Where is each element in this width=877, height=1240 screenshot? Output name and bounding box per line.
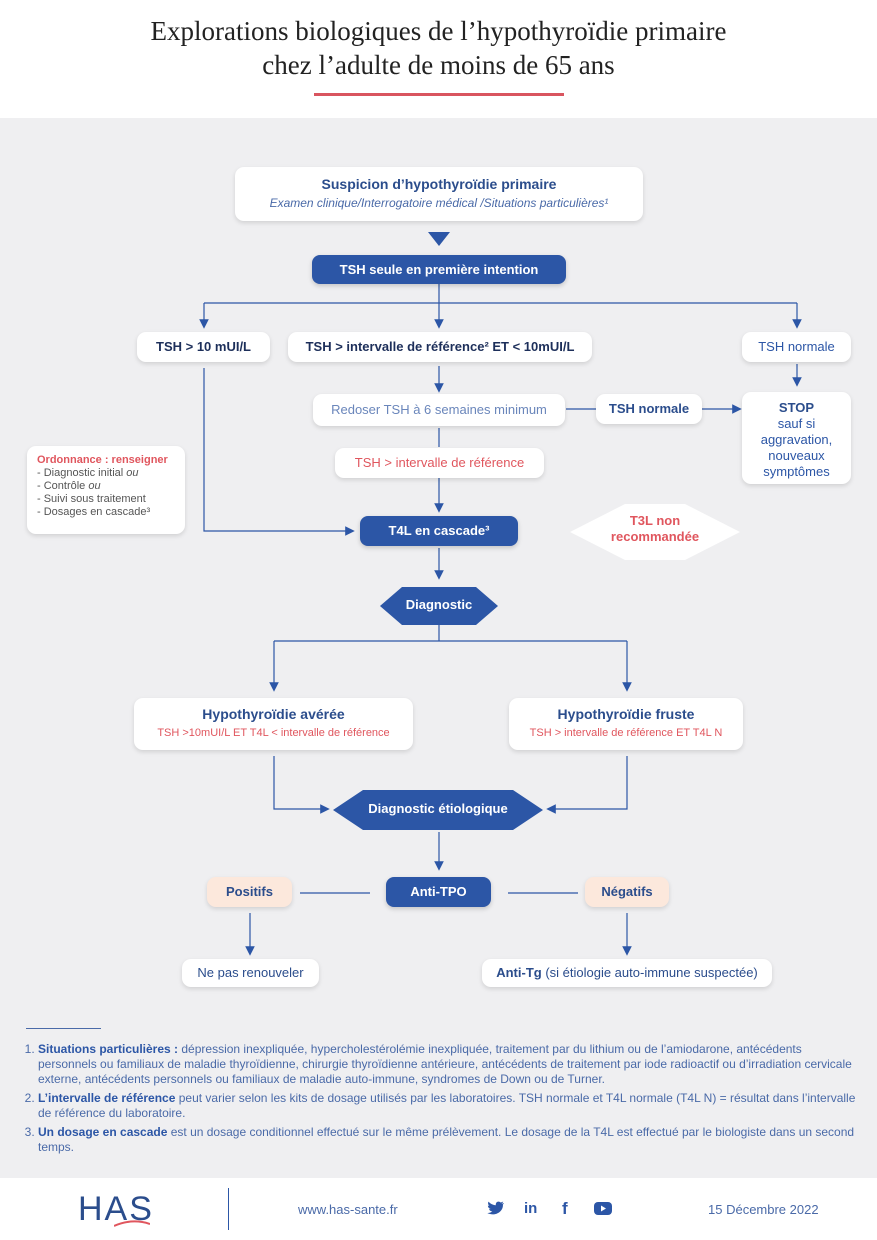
tsh-sup-interval-box: TSH > intervalle de référence [335,448,544,478]
page-footer [0,1178,877,1240]
t3l-line-2: recommandée [610,529,700,544]
twitter-icon[interactable] [487,1201,505,1215]
title-line-2: chez l’adulte de moins de 65 ans [262,50,615,80]
averee-title: Hypothyroïdie avérée [202,706,345,722]
stop-title: STOP [778,400,815,415]
averee-subtitle: TSH >10mUI/L ET T4L < intervalle de réfé… [157,727,390,739]
t3l-shape [570,504,740,560]
stop-line-3: nouveaux [768,448,825,463]
ordonnance-item-4: - Dosages en cascade³ [37,506,151,518]
page-title: Explorations biologiques de l’hypothyroï… [0,14,877,82]
page-header [0,0,877,118]
ordonnance-item-1: - Diagnostic initial ou [37,467,139,479]
ordonnance-item-3: - Suivi sous traitement [37,493,146,505]
has-logo: HAS [78,1190,168,1230]
suspicion-box: Suspicion d’hypothyroïdie primaire Exame… [235,167,643,221]
title-line-1: Explorations biologiques de l’hypothyroï… [150,16,727,46]
title-underline [314,93,564,96]
anti-tg-bold: Anti-Tg [496,965,542,980]
footnote-divider [26,1028,101,1029]
ordonnance-item-2: - Contrôle ou [37,480,101,492]
stop-box: STOP sauf si aggravation, nouveaux sympt… [742,392,851,484]
footnote-3: Un dosage en cascade est un dosage condi… [38,1125,856,1155]
footer-divider [228,1188,229,1230]
fruste-title: Hypothyroïdie fruste [557,706,695,722]
footnote-1: Situations particulières : dépression in… [38,1042,856,1087]
footnotes: Situations particulières : dépression in… [26,1042,856,1159]
stop-line-4: symptômes [763,464,830,479]
stop-line-2: aggravation, [760,432,833,447]
footer-url[interactable]: www.has-sante.fr [298,1202,398,1217]
tsh-normal-mid-box: TSH normale [596,394,702,424]
t3l-line-1: T3L non [629,513,681,528]
diagnostic-shape [380,587,498,625]
anti-tpo: Anti-TPO [386,877,491,907]
fruste-subtitle: TSH > intervalle de référence ET T4L N [529,727,723,739]
ordonnance-box: Ordonnance : renseigner - Diagnostic ini… [27,446,185,534]
tsh-normal-right-box: TSH normale [742,332,851,362]
hypothyroidie-averee-box: Hypothyroïdie avérée TSH >10mUI/L ET T4L… [134,698,413,750]
diagnostic-label: Diagnostic [405,597,473,612]
linkedin-icon[interactable]: in [524,1200,538,1217]
t4l-cascade: T4L en cascade³ [360,516,518,546]
ordonnance-title: Ordonnance : renseigner [37,454,168,466]
tsh-interval-box: TSH > intervalle de référence² ET < 10mU… [288,332,592,362]
footnote-2: L’intervalle de référence peut varier se… [38,1091,856,1121]
ne-pas-renouveler-box: Ne pas renouveler [182,959,319,987]
footer-date: 15 Décembre 2022 [708,1202,819,1217]
redose-box: Redoser TSH à 6 semaines minimum [313,394,565,426]
tsh-first-intention: TSH seule en première intention [312,255,566,284]
etiologique-shape [333,790,543,830]
facebook-icon[interactable]: f [562,1199,568,1218]
hypothyroidie-fruste-box: Hypothyroïdie fruste TSH > intervalle de… [509,698,743,750]
t3l-label: T3L non recommandée [570,513,740,545]
suspicion-title: Suspicion d’hypothyroïdie primaire [321,176,557,192]
stop-line-1: sauf si [777,416,816,431]
youtube-icon[interactable] [594,1202,612,1215]
negatifs-box: Négatifs [585,877,669,907]
suspicion-subtitle: Examen clinique/Interrogatoire médical /… [269,196,609,210]
tsh-gt10-box: TSH > 10 mUI/L [137,332,270,362]
anti-tg-rest: (si étiologie auto-immune suspectée) [541,965,758,980]
positifs-box: Positifs [207,877,292,907]
has-logo-swoosh-icon [114,1220,150,1227]
anti-tg-box: Anti-Tg (si étiologie auto-immune suspec… [482,959,772,987]
etiologique-label: Diagnostic étiologique [368,801,508,816]
